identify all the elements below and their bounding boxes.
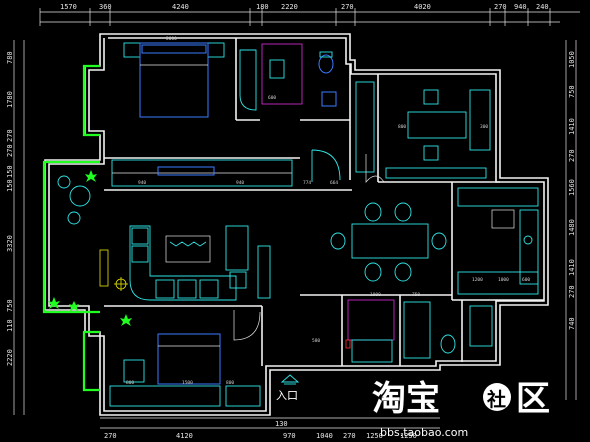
kitchen: 1200 1000 600 [457,187,539,295]
left-dim-5: 150 [6,179,14,192]
bottom-dim-3: 970 [283,432,296,440]
bottom-dim-7: 1250 [400,432,417,440]
dining-chair-icon [330,202,447,282]
hall-dim-a: 580 [312,338,320,344]
top-dim-5: 270 [341,3,354,11]
right-dim-2: 1410 [568,118,576,135]
left-dim-1: 1780 [6,91,14,108]
right-dim-4: 1560 [568,179,576,196]
plant-icon [120,314,132,326]
living-room [114,225,271,301]
left-dim-3: 270 [6,144,14,157]
bed-top-dim: 2000 [166,36,177,42]
toilet-icon [318,54,334,74]
upper-balcony-rail [82,64,100,137]
left-dim-4: 150 [6,165,14,178]
watermark-badge [483,383,511,411]
kitchen-dim-c: 600 [522,277,530,283]
top-dim-7: 270 [494,3,507,11]
watermark-brand: 淘宝 [372,379,440,419]
right-dim-5: 1480 [568,219,576,236]
second-bed [157,333,221,385]
balcony-furniture [57,175,109,287]
exterior-walls [44,33,549,416]
right-dim-8: 740 [568,317,576,330]
right-dim-6: 1410 [568,259,576,276]
top-dim-8: 940 [514,3,527,11]
master-bed [139,42,209,118]
entry-arrow-icon [280,374,300,383]
balcony-rails [42,64,100,392]
left-balcony-rail [42,160,100,314]
watermark-url: bbs.taobao.com [380,426,468,439]
kitchen-dim-a: 1200 [472,277,483,283]
bed2-dim-a: 800 [126,380,134,386]
cabinet-dim-a: 774 [303,180,311,186]
left-dim-9: 2220 [6,349,14,366]
bedside-table-right [207,42,225,58]
top-dim-1: 360 [99,3,112,11]
bottom-dim-0: 270 [104,432,117,440]
bottom-dim-5: 270 [343,432,356,440]
left-dim-2: 270 [6,129,14,142]
plant-icon [85,170,97,182]
left-dim-8: 110 [6,319,14,332]
dining-table [351,223,429,259]
right-dimension-chain: 1050 750 1410 270 1560 1480 1410 270 740 [565,40,577,400]
taobao-watermark: 淘宝 社 区 bbs.taobao.com [371,378,550,439]
left-dim-6: 3320 [6,235,14,252]
utility-rooms: 580 1000 750 [312,292,493,363]
cabinet-dim-b: 664 [330,180,338,186]
plant-icon [48,297,60,309]
closet-dim: 600 [268,95,276,101]
shelf-dim: 300 [480,124,488,130]
top-dim-3: 180 [256,3,269,11]
coffee-table [165,235,211,263]
left-dim-7: 750 [6,299,14,312]
interior-walls [104,38,544,366]
bedside-table-left [123,42,141,58]
top-dim-0: 1570 [60,3,77,11]
top-dim-4: 2220 [281,3,298,11]
bed2-dim-c: 800 [226,380,234,386]
dining-area [311,149,447,282]
wardrobe-dim-b: 940 [236,180,244,186]
right-dim-7: 270 [568,285,576,298]
right-dim-1: 750 [568,85,576,98]
hall-dim-b: 1000 [370,292,381,298]
sectional-sofa [129,225,237,301]
left-dimension-chain: 780 1780 270 270 150 150 3320 750 110 22… [6,40,25,415]
hall-dim-c: 750 [412,292,420,298]
bottom-dim-1: 4120 [176,432,193,440]
bed2-dim-b: 1500 [182,380,193,386]
plant-icons [48,170,132,326]
master-bathroom: 600 [239,43,337,111]
watermark-badge-tail: 区 [516,379,550,419]
bottom-dimension-chain: 270 4120 130 970 1040 270 1250 1250 [100,417,440,440]
top-dim-9: 240 [536,3,549,11]
desk-dim: 800 [398,124,406,130]
lower-balcony-rail [82,330,100,392]
top-dim-2: 4240 [172,3,189,11]
top-dim-6: 4020 [414,3,431,11]
entry-marker: 入口 [276,374,300,402]
kitchen-dim-b: 1000 [498,277,509,283]
study-room: 800 300 [355,81,491,179]
right-dim-0: 1050 [568,51,576,68]
bottom-dim-2: 130 [275,420,288,428]
left-dim-0: 780 [6,51,14,64]
entry-label: 入口 [276,389,298,402]
top-dimension-chain: 1570 360 4240 180 2220 270 4020 270 940 … [39,3,580,26]
wardrobe-dim-a: 940 [138,180,146,186]
bottom-dim-4: 1040 [316,432,333,440]
watermark-badge-char: 社 [486,388,506,411]
plant-icon [69,301,79,311]
second-bedroom: 800 1500 800 [109,310,261,407]
master-bedroom: 2000 940 940 774 664 [111,36,338,187]
right-dim-3: 270 [568,149,576,162]
bottom-dim-6: 1250 [366,432,383,440]
